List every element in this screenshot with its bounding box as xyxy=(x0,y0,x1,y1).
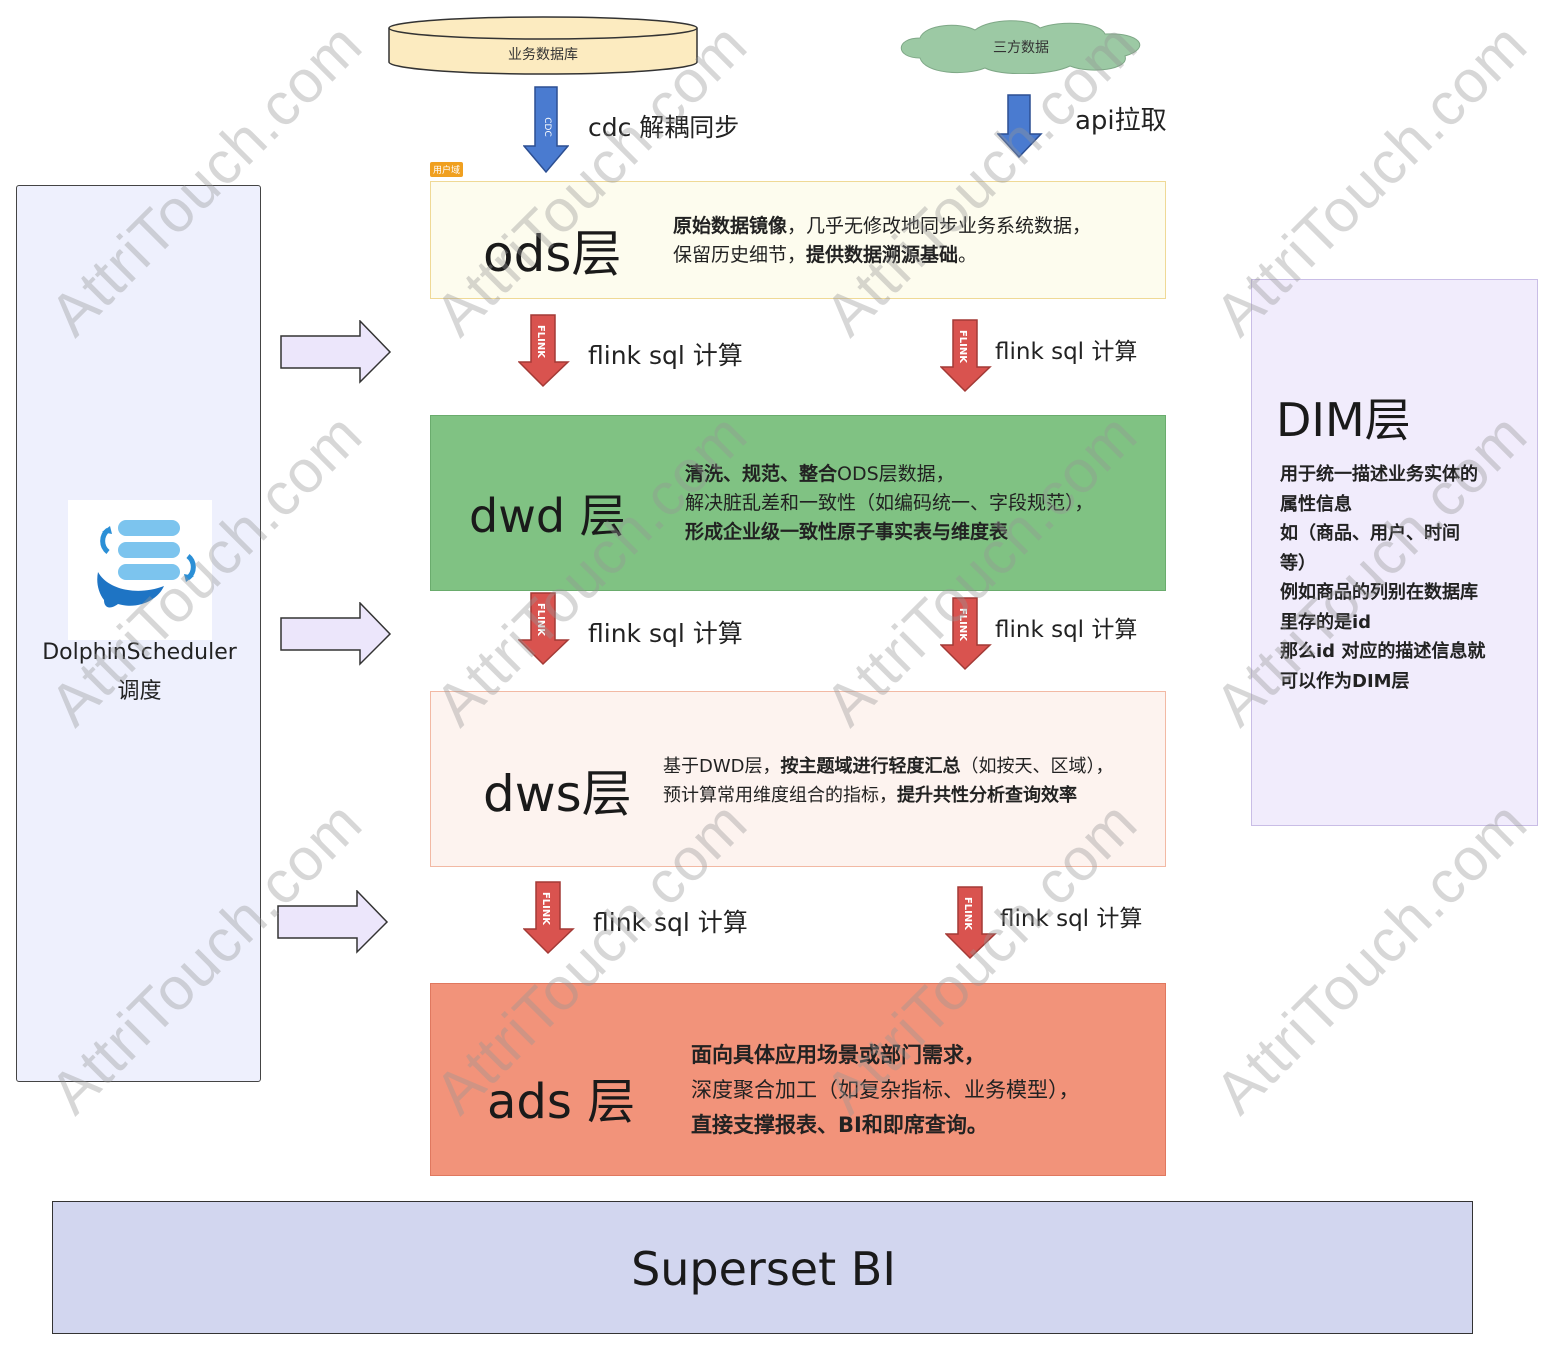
flink-arrow: FLINK xyxy=(939,319,992,393)
flink-arrow-text: FLINK xyxy=(962,896,974,931)
database-cylinder-icon xyxy=(388,16,698,75)
flink-arrow: FLINK xyxy=(517,592,570,666)
flink-arrow-text: FLINK xyxy=(535,602,547,637)
cloud-icon xyxy=(900,20,1141,75)
third-party-data: 三方数据 xyxy=(890,18,1152,75)
superset-bi-bar: Superset BI xyxy=(52,1201,1473,1334)
schedule-arrow xyxy=(280,319,392,388)
dws-desc-plain-2: 预计算常用维度组合的指标， xyxy=(663,785,897,806)
flink-sql-label: flink sql 计算 xyxy=(995,617,1138,643)
cdc-arrow: CDC xyxy=(522,86,570,174)
ods-layer-title: ods层 xyxy=(483,225,622,283)
flink-sql-label: flink sql 计算 xyxy=(1000,906,1143,932)
dwd-layer: dwd 层 清洗、规范、整合ODS层数据， 解决脏乱差和一致性（如编码统一、字段… xyxy=(430,415,1166,591)
flink-sql-label: flink sql 计算 xyxy=(593,908,748,937)
dws-desc-bold-1: 按主题域进行轻度汇总 xyxy=(780,756,961,777)
api-arrow xyxy=(996,94,1043,160)
ods-desc-rest-1: ，几乎无修改地同步业务系统数据， xyxy=(787,215,1092,237)
cdc-sync-label: cdc 解耦同步 xyxy=(588,113,740,142)
flink-sql-label: flink sql 计算 xyxy=(588,341,743,370)
user-domain-tag: 用户域 xyxy=(430,162,464,177)
dim-desc-line: 等） xyxy=(1280,552,1316,574)
ads-layer: ads 层 面向具体应用场景或部门需求， 深度聚合加工（如复杂指标、业务模型），… xyxy=(430,983,1166,1176)
dwd-desc-line-3: 形成企业级一致性原子事实表与维度表 xyxy=(685,521,1009,543)
scheduler-subtitle: 调度 xyxy=(117,679,162,704)
watermark-text: AttriTouch.com xyxy=(1201,788,1540,1127)
dwd-desc-bold-1: 清洗、规范、整合 xyxy=(685,463,838,485)
dim-desc-line: 属性信息 xyxy=(1280,493,1352,515)
dim-description: 用于统一描述业务实体的 属性信息 如（商品、用户、时间 等） 例如商品的列别在数… xyxy=(1280,460,1485,696)
database-label: 业务数据库 xyxy=(508,47,578,63)
superset-bi-label: Superset BI xyxy=(631,1242,896,1296)
flink-arrow-text: FLINK xyxy=(957,329,969,364)
dws-layer-title: dws层 xyxy=(483,765,632,823)
flink-arrow: FLINK xyxy=(944,886,997,960)
flink-arrow: FLINK xyxy=(522,881,575,955)
ods-desc-bold-2: 提供数据溯源基础 xyxy=(806,244,959,266)
dwd-layer-title: dwd 层 xyxy=(469,489,626,543)
dolphinscheduler-logo xyxy=(68,500,212,640)
dws-layer-description: 基于DWD层，按主题域进行轻度汇总（如按天、区域）， 预计算常用维度组合的指标，… xyxy=(663,752,1114,810)
flink-sql-label: flink sql 计算 xyxy=(588,619,743,648)
dwd-layer-description: 清洗、规范、整合ODS层数据， 解决脏乱差和一致性（如编码统一、字段规范）， 形… xyxy=(685,460,1094,547)
flink-sql-label: flink sql 计算 xyxy=(995,339,1138,365)
dim-panel: DIM层 用于统一描述业务实体的 属性信息 如（商品、用户、时间 等） 例如商品… xyxy=(1251,279,1538,826)
dim-desc-line: 可以作为DIM层 xyxy=(1280,670,1410,692)
ods-layer-description: 原始数据镜像，几乎无修改地同步业务系统数据， 保留历史细节，提供数据溯源基础。 xyxy=(673,212,1091,270)
dws-desc-rest-1: （如按天、区域）， xyxy=(960,756,1114,777)
ads-desc-line-3: 直接支撑报表、BI和即席查询。 xyxy=(691,1113,988,1137)
dim-desc-line: 用于统一描述业务实体的 xyxy=(1280,464,1478,485)
scheduler-name: DolphinScheduler xyxy=(42,640,237,665)
dim-desc-line: 里存的是id xyxy=(1280,611,1372,633)
ods-desc-end-2: 。 xyxy=(958,244,978,266)
dim-title: DIM层 xyxy=(1276,393,1411,447)
dws-layer: dws层 基于DWD层，按主题域进行轻度汇总（如按天、区域）， 预计算常用维度组… xyxy=(430,691,1166,867)
scheduler-panel: DolphinScheduler 调度 xyxy=(16,185,261,1082)
ods-layer: ods层 原始数据镜像，几乎无修改地同步业务系统数据， 保留历史细节，提供数据溯… xyxy=(430,181,1166,299)
ads-desc-line-1: 面向具体应用场景或部门需求， xyxy=(691,1043,985,1067)
flink-arrow: FLINK xyxy=(939,597,992,671)
ods-desc-plain-2: 保留历史细节， xyxy=(673,244,807,266)
dws-desc-plain-1: 基于DWD层， xyxy=(663,756,781,777)
business-database: 业务数据库 xyxy=(386,14,700,76)
flink-arrow-text: FLINK xyxy=(540,891,552,926)
dim-desc-line: 那么id 对应的描述信息就 xyxy=(1280,641,1486,662)
schedule-arrow xyxy=(277,889,389,958)
ads-desc-line-2: 深度聚合加工（如复杂指标、业务模型）， xyxy=(691,1078,1080,1102)
cdc-arrow-text: CDC xyxy=(541,117,552,137)
ads-layer-description: 面向具体应用场景或部门需求， 深度聚合加工（如复杂指标、业务模型）， 直接支撑报… xyxy=(691,1038,1080,1143)
ods-desc-bold-1: 原始数据镜像 xyxy=(673,215,788,237)
flink-arrow-text: FLINK xyxy=(957,607,969,642)
schedule-arrow xyxy=(280,601,392,670)
dws-desc-bold-2: 提升共性分析查询效率 xyxy=(897,785,1077,806)
flink-arrow-text: FLINK xyxy=(535,324,547,359)
api-pull-label: api拉取 xyxy=(1075,106,1167,136)
dwd-desc-line-2: 解决脏乱差和一致性（如编码统一、字段规范）， xyxy=(685,492,1094,514)
dim-desc-line: 例如商品的列别在数据库 xyxy=(1280,582,1478,603)
dim-desc-line: 如（商品、用户、时间 xyxy=(1280,523,1460,544)
dolphin-logo-icon xyxy=(97,520,196,608)
third-party-label: 三方数据 xyxy=(993,40,1049,56)
dwd-desc-rest-1: ODS层数据， xyxy=(837,463,955,485)
flink-arrow: FLINK xyxy=(517,314,570,388)
ads-layer-title: ads 层 xyxy=(487,1074,636,1130)
